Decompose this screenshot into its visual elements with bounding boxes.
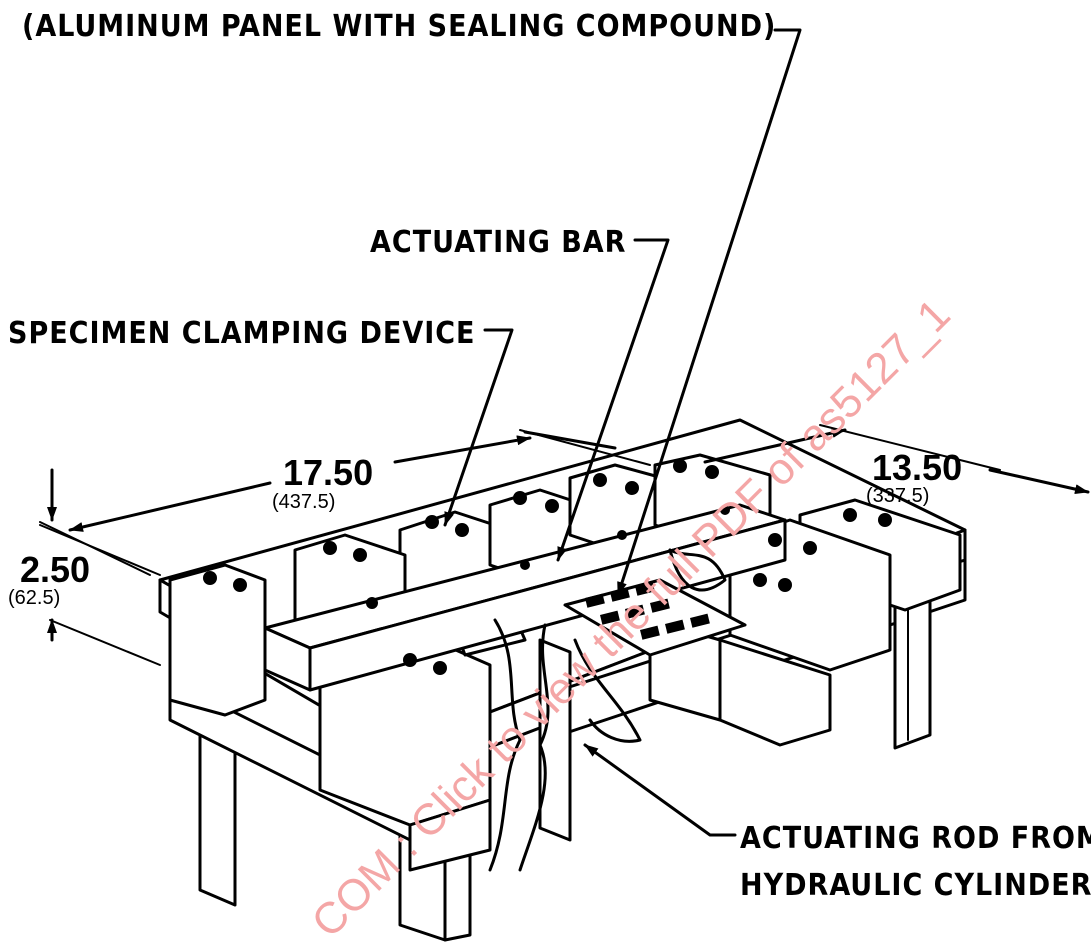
dimension-labels: 17.50 (437.5) 13.50 (337.5) 2.50 (62.5) [8, 447, 962, 609]
dim-length-metric: (437.5) [272, 491, 335, 513]
dim-width-metric: (337.5) [866, 485, 929, 507]
aluminum-panel [563, 578, 747, 657]
leader-lines [443, 28, 802, 837]
actuating-bar [263, 503, 787, 692]
dim-height-metric: (62.5) [8, 587, 60, 609]
dim-length-value: 17.50 [283, 452, 373, 493]
label-actuating-rod-line2: HYDRAULIC CYLINDER [740, 868, 1091, 903]
wing-nuts [203, 459, 892, 675]
dim-height-value: 2.50 [20, 549, 90, 590]
label-aluminum-panel: (ALUMINUM PANEL WITH SEALING COMPOUND) [22, 9, 776, 44]
dim-width-value: 13.50 [872, 447, 962, 488]
label-actuating-rod-line1: ACTUATING ROD FROM [740, 821, 1091, 856]
label-specimen-clamping-device: SPECIMEN CLAMPING DEVICE [8, 316, 476, 351]
actuating-rod [488, 548, 727, 872]
dimension-lines [39, 424, 1090, 666]
label-actuating-bar: ACTUATING BAR [370, 225, 626, 260]
callout-labels: (ALUMINUM PANEL WITH SEALING COMPOUND) A… [8, 9, 1091, 903]
